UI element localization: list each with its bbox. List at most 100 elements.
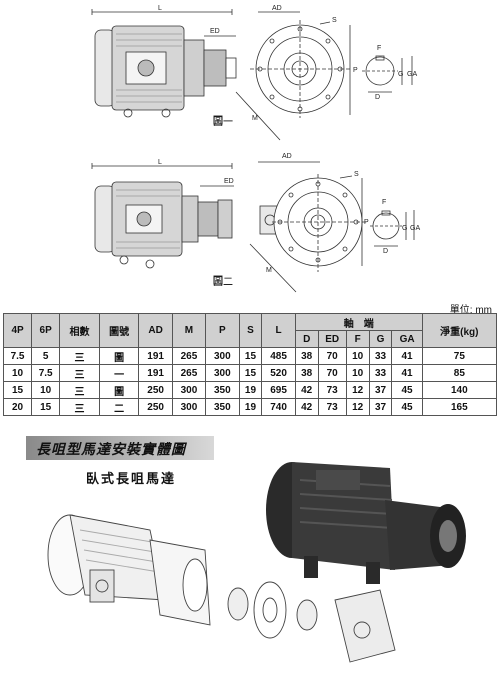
table-cell: 41 [391, 364, 423, 382]
fig1-D-label: D [375, 94, 380, 101]
table-cell: 19 [238, 398, 263, 416]
table-cell: 33 [368, 364, 393, 382]
table-row: 10 7.5 三 一 191 265 300 15 520 38 70 10 3… [2, 364, 498, 382]
fig1-L-label: L [158, 5, 162, 12]
section-subtitle: 臥式長咀馬達 [86, 472, 177, 487]
fig1-G-label: G [398, 71, 403, 78]
header-g: G [368, 330, 393, 348]
figure-2-label: 圖二 [213, 276, 233, 288]
table-cell: 38 [294, 347, 319, 365]
header-ad: AD [138, 313, 173, 348]
fig2-F-label: F [382, 199, 386, 206]
table-cell: 300 [171, 381, 207, 399]
header-d: D [294, 330, 319, 348]
fig2-G-label: G [402, 225, 407, 232]
unit-label: 單位: mm [449, 305, 492, 316]
header-m: M [171, 313, 207, 348]
header-f: F [345, 330, 370, 348]
table-cell: 45 [391, 381, 423, 399]
fig2-ED-label: ED [224, 178, 234, 185]
fig2-AD-label: AD [282, 153, 292, 160]
banner-title: 長咀型馬達安裝實體圖 [36, 442, 186, 458]
table-cell: 70 [317, 364, 347, 382]
table-cell: 520 [261, 364, 296, 382]
table-row: 15 10 三 圖 250 300 350 19 695 42 73 12 37… [2, 381, 498, 399]
header-ed: ED [317, 330, 347, 348]
table-cell: 485 [261, 347, 296, 365]
table-cell: 191 [138, 347, 173, 365]
figure-1-shaft-detail [362, 55, 413, 93]
header-p: P [205, 313, 240, 348]
table-cell: 10 [345, 347, 370, 365]
table-cell: 三 [59, 364, 100, 382]
table-cell: 圖 [98, 381, 140, 399]
table-cell: 一 [98, 364, 140, 382]
table-cell: 45 [391, 398, 423, 416]
fig1-marker [213, 115, 223, 125]
table-cell: 三 [59, 347, 100, 365]
table-cell: 15 [31, 398, 61, 416]
table-cell: 73 [317, 398, 347, 416]
table-cell: 圖 [98, 347, 140, 365]
table-cell: 695 [261, 381, 296, 399]
table-cell: 350 [205, 381, 240, 399]
header-s: S [238, 313, 263, 348]
table-cell: 250 [138, 398, 173, 416]
header-fig: 圖號 [98, 313, 140, 348]
table-cell: 140 [421, 381, 498, 399]
fig2-M-label: M [266, 267, 272, 274]
figure-2-side-view [91, 163, 234, 269]
fig2-P-label: P [364, 219, 369, 226]
table-cell: 740 [261, 398, 296, 416]
table-cell: 265 [171, 364, 207, 382]
table-cell: 7.5 [31, 364, 61, 382]
table-cell: 38 [294, 364, 319, 382]
figure-1-front-view [235, 11, 351, 141]
table-cell: 300 [171, 398, 207, 416]
header-shaft: 軸 端 [294, 313, 423, 331]
fig2-GA-label: GA [410, 225, 420, 232]
fig2-S-label: S [354, 171, 359, 178]
table-cell: 15 [238, 347, 263, 365]
table-cell: 85 [421, 364, 498, 382]
table-cell: 42 [294, 381, 319, 399]
fig1-F-label: F [377, 45, 381, 52]
figure-1-side-view [91, 9, 237, 118]
fig1-GA-label: GA [407, 71, 417, 78]
table-cell: 250 [138, 381, 173, 399]
table-cell: 12 [345, 381, 370, 399]
table-cell: 191 [138, 364, 173, 382]
header-ga: GA [391, 330, 423, 348]
table-cell: 73 [317, 381, 347, 399]
table-cell: 20 [2, 398, 33, 416]
table-cell: 300 [205, 364, 240, 382]
fig1-M-label: M [252, 115, 258, 122]
figure-1-label: 圖一 [213, 116, 233, 128]
table-cell: 350 [205, 398, 240, 416]
fig2-L-label: L [158, 159, 162, 166]
table-cell: 三 [59, 381, 100, 399]
fig1-P-label: P [353, 67, 358, 74]
header-weight: 淨重(kg) [421, 313, 498, 348]
table-cell: 12 [345, 398, 370, 416]
table-cell: 10 [31, 381, 61, 399]
motor-photo [266, 462, 466, 584]
table-cell: 15 [238, 364, 263, 382]
fig2-D-label: D [383, 248, 388, 255]
figure-2-shaft-detail [370, 210, 415, 247]
exploded-assembly-drawing [47, 514, 396, 663]
table-cell: 70 [317, 347, 347, 365]
table-cell: 165 [421, 398, 498, 416]
table-cell: 15 [2, 381, 33, 399]
table-cell: 75 [421, 347, 498, 365]
table-cell: 33 [368, 347, 393, 365]
table-cell: 10 [2, 364, 33, 382]
figure-2-front-view [249, 161, 368, 293]
table-cell: 三 [59, 398, 100, 416]
table-cell: 37 [368, 381, 393, 399]
table-cell: 5 [31, 347, 61, 365]
fig2-marker [213, 275, 223, 285]
section-banner: 長咀型馬達安裝實體圖 [26, 436, 214, 460]
header-6p: 6P [31, 313, 61, 348]
table-cell: 二 [98, 398, 140, 416]
